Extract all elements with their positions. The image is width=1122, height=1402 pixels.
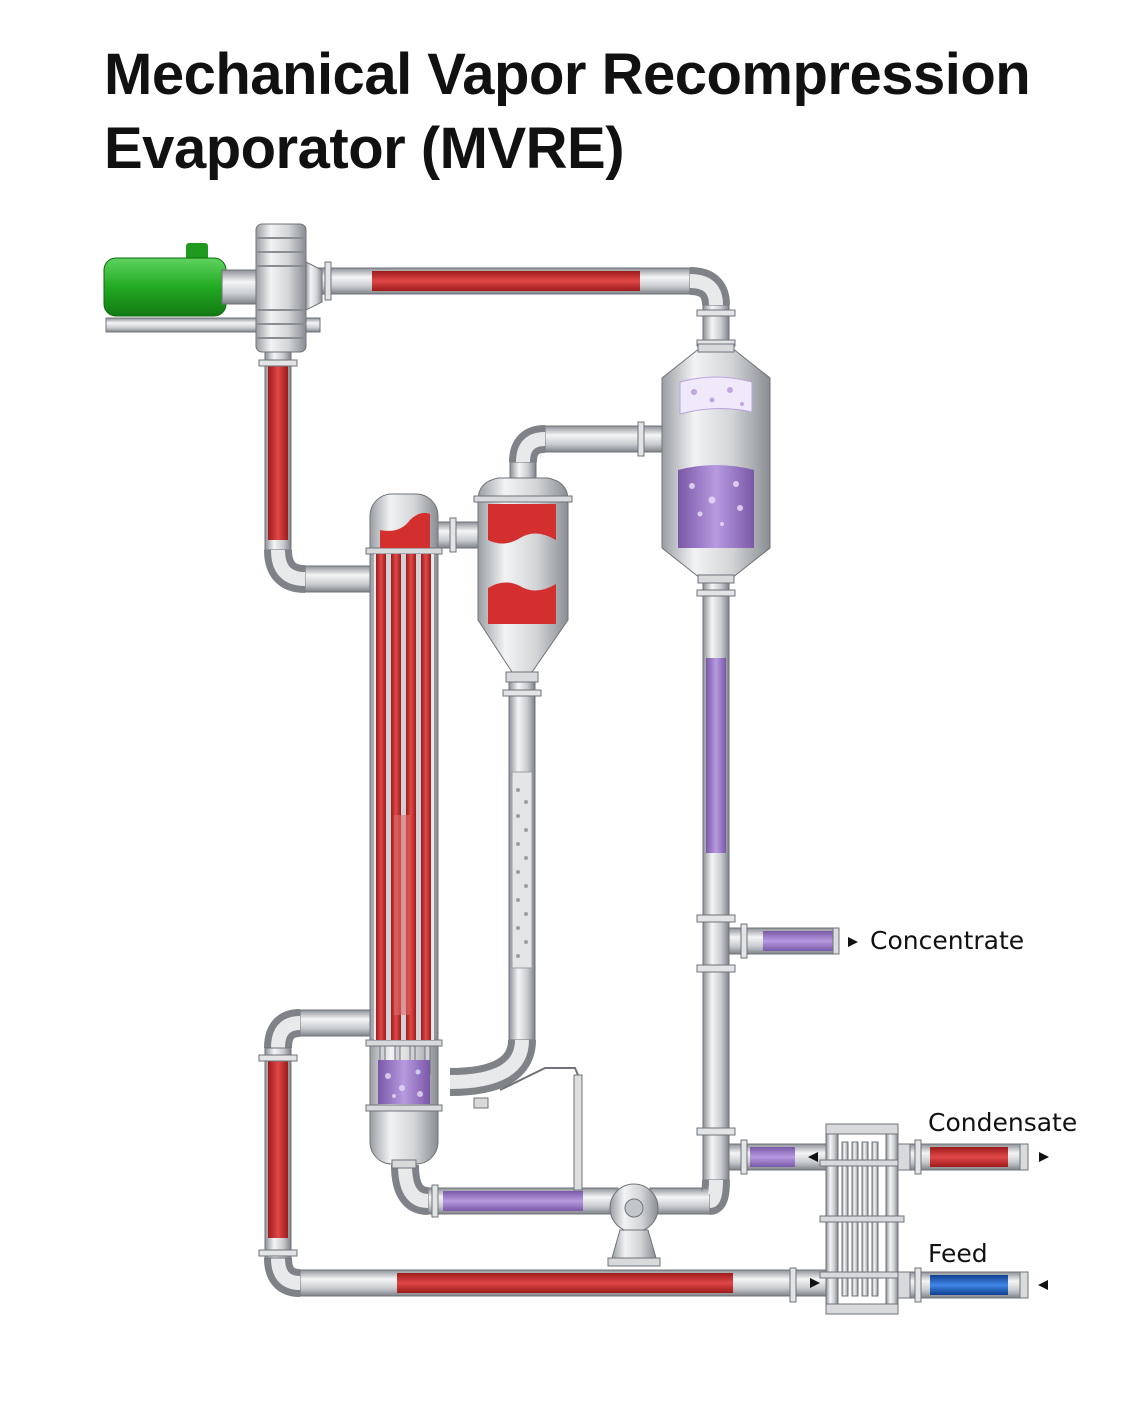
compressor-icon [255,223,323,353]
motor-terminal-box [186,243,208,261]
separator-vapor-lower [488,582,556,624]
condensate-stream [930,1147,1008,1167]
motor-coupling [221,269,257,305]
page-title: Mechanical Vapor Recompression Evaporato… [104,38,1084,186]
concentrate-to-pump [443,1191,583,1211]
pump-icon [607,1183,661,1267]
pump-base [607,1257,661,1267]
vapor-bottom-line [397,1273,733,1293]
concentrate-streams [443,658,833,1211]
level-gauge [573,1074,583,1191]
arrow-icon [848,937,858,947]
arrow-icon [1038,1280,1048,1290]
motor-body [103,257,227,317]
evaporator-top-vapor [380,512,430,548]
pipe-to-evaporator-shell [304,565,374,593]
concentrate-to-phe [750,1147,795,1167]
pipe-elbows [264,267,730,1297]
title-line-2: Evaporator (MVRE) [104,116,625,181]
pipe-left-loop-top [299,1009,373,1037]
compressor-casing [255,223,307,353]
instrument-line [499,1067,579,1190]
drain-valve [473,1097,489,1109]
pump-stand [611,1229,657,1259]
pipe-end-caps [832,927,1029,1299]
feed-stream [930,1275,1008,1295]
evaporator-tubes [376,554,431,1040]
title-line-1: Mechanical Vapor Recompression [104,42,1031,107]
flash-vapor-space [679,376,753,415]
vapor-streams [268,271,1008,1293]
feed-label: Feed [928,1239,988,1268]
vapor-suction-line [268,360,288,540]
pipe-pump-discharge [649,1187,711,1215]
demister-packing [511,771,533,969]
pipe-evap-to-separator [437,521,481,549]
arrow-icon [810,1278,820,1288]
flash-vessel-icon [661,343,771,584]
concentrate-label: Concentrate [870,926,1024,955]
separator-icon [473,477,573,969]
concentrate-product-stream [763,931,833,951]
pipe-flash-to-separator [544,425,664,453]
vapor-top-line [372,271,640,291]
phe-tie-rods [819,1159,905,1279]
pipe-flanges [258,261,922,1303]
arrow-icon [808,1152,818,1162]
compressor-fins [256,237,306,339]
arrow-icon [1039,1152,1049,1162]
concentrate-recirculation [706,658,726,853]
plate-heat-exchanger-icon [819,1123,911,1315]
separator-vapor-upper [488,504,556,544]
falling-film-evaporator-icon [365,493,489,1169]
flash-liquid [678,465,754,548]
evaporator-sump-liquid [378,1060,430,1104]
compressor-outlet-cone [305,261,323,311]
flow-arrows [808,937,1049,1290]
condensate-label: Condensate [928,1108,1077,1137]
vapor-left-loop [268,1060,288,1238]
